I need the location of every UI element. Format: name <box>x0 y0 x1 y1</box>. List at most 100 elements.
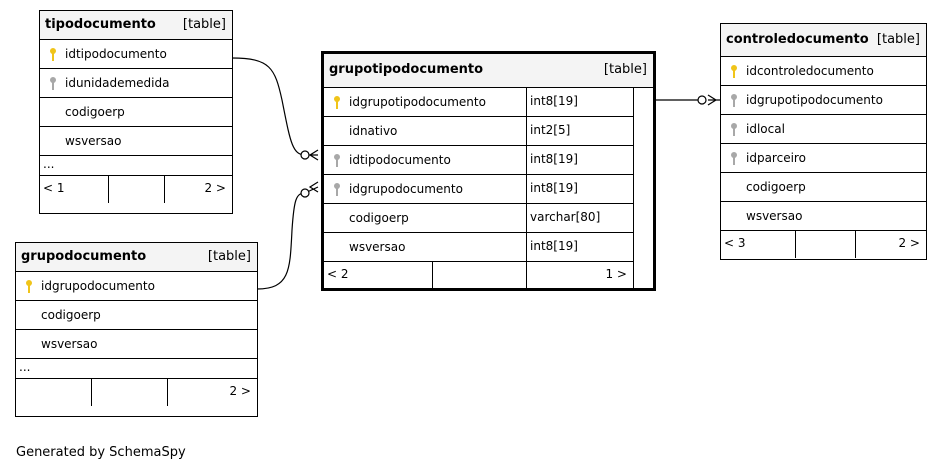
more-columns: ... <box>40 156 232 176</box>
foreign-key-icon <box>49 76 57 93</box>
footer-cell <box>432 262 526 289</box>
column-name: wsversao <box>65 134 122 148</box>
generator-caption: Generated by SchemaSpy <box>16 445 186 460</box>
footer-cell: 1 > <box>526 262 633 289</box>
column-row[interactable]: wsversao <box>721 202 926 231</box>
parents-count[interactable]: 2 > <box>229 384 251 398</box>
column-list: idgrupotipodocumento int8[19] idnativo i… <box>324 88 633 289</box>
edge-grupodocumento-to-grupotipodocumento <box>256 192 306 290</box>
column-row[interactable]: codigoerp <box>721 173 926 202</box>
more-columns: ... <box>16 359 257 379</box>
table-header: grupodocumento [table] <box>16 243 257 272</box>
column-name: codigoerp <box>65 105 125 119</box>
more-label: ... <box>19 360 31 374</box>
parents-count[interactable]: 2 > <box>898 236 920 250</box>
column-name: idtipodocumento <box>65 47 167 61</box>
edge-tipodocumento-to-grupotipodocumento <box>231 57 306 156</box>
table-tipodocumento[interactable]: tipodocumento [table] idtipodocumento id… <box>39 10 233 214</box>
table-name: tipodocumento <box>45 17 156 32</box>
table-controledocumento[interactable]: controledocumento [table] idcontroledocu… <box>720 23 927 260</box>
column-name: idgrupotipodocumento <box>746 93 883 107</box>
column-name: wsversao <box>349 240 406 254</box>
column-name: idunidademedida <box>65 76 170 90</box>
column-name: codigoerp <box>41 308 101 322</box>
column-row[interactable]: idcontroledocumento <box>721 57 926 86</box>
table-kind: [table] <box>207 249 251 264</box>
column-row[interactable]: wsversao <box>16 330 257 359</box>
children-count[interactable]: < 3 <box>724 236 746 250</box>
column-name: idgrupodocumento <box>349 182 463 196</box>
table-grupodocumento[interactable]: grupodocumento [table] idgrupodocumento … <box>15 242 258 417</box>
edge-end-circle <box>697 95 707 105</box>
parents-count[interactable]: 2 > <box>204 181 226 195</box>
column-row[interactable]: codigoerp <box>16 301 257 330</box>
primary-key-icon <box>49 47 57 64</box>
table-footer: < 2 1 > <box>324 262 633 289</box>
table-name: controledocumento <box>726 32 869 47</box>
column-row[interactable]: idunidademedida <box>40 69 232 98</box>
table-kind: [table] <box>876 32 920 47</box>
column-type: varchar[80] <box>526 204 633 232</box>
column-row[interactable]: wsversao <box>40 127 232 156</box>
foreign-key-icon <box>730 151 738 168</box>
table-name: grupodocumento <box>21 249 147 264</box>
column-name: idnativo <box>349 124 398 138</box>
table-header: grupotipodocumento [table] <box>324 54 653 88</box>
foreign-key-icon <box>730 93 738 110</box>
children-count[interactable]: < 2 <box>327 267 349 281</box>
footer-cell <box>795 231 855 258</box>
table-footer: < 3 2 > <box>721 231 926 258</box>
column-row[interactable]: idnativo int2[5] <box>324 117 633 146</box>
column-row[interactable]: idtipodocumento <box>40 40 232 69</box>
column-row[interactable]: idgrupodocumento <box>16 272 257 301</box>
column-name: codigoerp <box>349 211 409 225</box>
table-footer: < 1 2 > <box>40 176 232 203</box>
primary-key-icon <box>333 95 341 112</box>
column-type: int2[5] <box>526 117 633 145</box>
column-name: idlocal <box>746 122 785 136</box>
column-row[interactable]: idtipodocumento int8[19] <box>324 146 633 175</box>
footer-cell: 2 > <box>164 176 232 203</box>
footer-cell: 2 > <box>167 379 257 406</box>
primary-key-icon <box>730 64 738 81</box>
foreign-key-icon <box>730 122 738 139</box>
column-row[interactable]: idparceiro <box>721 144 926 173</box>
column-name: wsversao <box>746 209 803 223</box>
footer-cell <box>91 379 167 406</box>
table-header: tipodocumento [table] <box>40 11 232 40</box>
edge-end-circle <box>300 188 310 198</box>
children-count[interactable]: < 1 <box>43 181 65 195</box>
column-row[interactable]: idgrupotipodocumento int8[19] <box>324 88 633 117</box>
column-type: int8[19] <box>526 175 633 203</box>
column-row[interactable]: codigoerp <box>40 98 232 127</box>
column-row[interactable]: idlocal <box>721 115 926 144</box>
table-header: controledocumento [table] <box>721 24 926 57</box>
column-name: codigoerp <box>746 180 806 194</box>
column-type: int8[19] <box>526 88 633 116</box>
column-name: idtipodocumento <box>349 153 451 167</box>
column-name: idgrupotipodocumento <box>349 95 486 109</box>
column-name: idgrupodocumento <box>41 279 155 293</box>
table-footer: 2 > <box>16 379 257 406</box>
footer-cell <box>108 176 164 203</box>
column-row[interactable]: codigoerp varchar[80] <box>324 204 633 233</box>
more-label: ... <box>43 157 55 171</box>
column-row[interactable]: wsversao int8[19] <box>324 233 633 262</box>
foreign-key-icon <box>333 182 341 199</box>
column-name: wsversao <box>41 337 98 351</box>
table-name: grupotipodocumento <box>329 62 484 77</box>
parents-count[interactable]: 1 > <box>605 267 627 281</box>
column-type: int8[19] <box>526 233 633 261</box>
column-row[interactable]: idgrupodocumento int8[19] <box>324 175 633 204</box>
column-type: int8[19] <box>526 146 633 174</box>
table-kind: [table] <box>182 17 226 32</box>
foreign-key-icon <box>333 153 341 170</box>
footer-cell: 2 > <box>855 231 926 258</box>
edge-end-circle <box>300 150 310 160</box>
column-name: idcontroledocumento <box>746 64 874 78</box>
column-divider <box>633 88 634 288</box>
table-grupotipodocumento[interactable]: grupotipodocumento [table] idgrupotipodo… <box>321 51 656 291</box>
column-row[interactable]: idgrupotipodocumento <box>721 86 926 115</box>
primary-key-icon <box>25 279 33 296</box>
column-name: idparceiro <box>746 151 806 165</box>
